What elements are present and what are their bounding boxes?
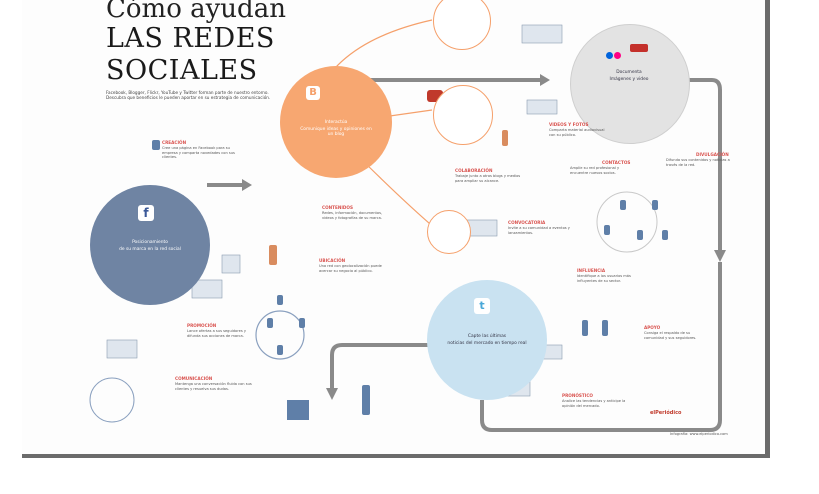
comunicacion-body: Mantenga una conversación fluida con sus…	[175, 382, 252, 391]
youtube-icon	[630, 44, 648, 52]
apoyo-body: Consiga el respaldo de su comunidad y su…	[644, 331, 697, 340]
ubicacion-title: UBICACIÓN	[319, 258, 346, 263]
convocatoria-title: CONVOCATORIA	[508, 220, 546, 225]
blog-small-circle-bottom	[427, 210, 471, 254]
pronostico-title: PRONÓSTICO	[562, 393, 593, 398]
contenidos-body: Redes, información, documentos, videos y…	[322, 211, 383, 220]
title-line-3: SOCIALES	[106, 55, 258, 86]
flickr-circle	[570, 24, 690, 144]
blog-small-circle-mid	[433, 85, 493, 145]
blog-circle	[280, 66, 392, 178]
facebook-circle-label: Posicionamiento	[132, 240, 168, 245]
blog-circle-label: Interactúa	[324, 120, 348, 125]
flickr-circle-sub: Imágenes y video	[609, 77, 649, 82]
credit-text: Infografía: www.elperiodico.com	[670, 432, 728, 436]
ubicacion-body: Una red con geolocalización puede acerca…	[319, 264, 382, 273]
brand-logo: elPeriódico	[650, 410, 682, 416]
colaboracion-title: COLABORACIÓN	[455, 168, 493, 173]
divulgacion-title: DIVULGACIÓN	[696, 152, 729, 157]
creacion-body: Cree una página en Facebook para su empr…	[162, 146, 235, 160]
pronostico-body: Analice las tendencias y anticipe la opi…	[562, 399, 626, 408]
divulgacion-body: Difunda sus contenidos y noticias a trav…	[666, 158, 730, 167]
blog-small-circle-top	[433, 0, 491, 50]
contenidos-title: CONTENIDOS	[322, 205, 353, 210]
facebook-icon: f	[138, 205, 154, 221]
promocion-body: Lance ofertas a sus seguidores y difunda…	[187, 329, 246, 338]
videos-title: VIDEOS Y FOTOS	[549, 122, 589, 127]
convocatoria-body: Invite a su comunidad a eventos y lanzam…	[508, 226, 570, 235]
flickr-icon	[606, 44, 636, 59]
intro-text: Facebook, Blogger, Flickr, YouTube y Twi…	[106, 90, 271, 101]
comunicacion-title: COMUNICACIÓN	[175, 376, 213, 381]
blog-circle-sub: Comunique ideas y opiniones en un blog	[300, 127, 372, 138]
promocion-title: PROMOCIÓN	[187, 323, 217, 328]
creacion-title: CREACIÓN	[162, 140, 187, 145]
facebook-circle-sub: de su marca en la red social	[119, 247, 181, 252]
colaboracion-body: Trabaje junto a otros blogs y medios par…	[455, 174, 521, 183]
twitter-circle-sub: noticias del mercado en tiempo real	[447, 341, 527, 346]
twitter-icon: t	[474, 298, 490, 314]
flickr-circle-label: Documenta	[616, 70, 642, 75]
influencia-body: Identifique a los usuarios más influyent…	[577, 274, 631, 283]
title-line-2: LAS REDES	[106, 23, 275, 54]
infographic-frame: B f t Interactúa Comunique ideas y opini…	[22, 0, 770, 458]
title-line-1: Cómo ayudan	[106, 0, 286, 24]
blogger-icon: B	[306, 86, 320, 100]
contactos-title: CONTACTOS	[602, 160, 631, 165]
twitter-circle-label: Capte las últimas	[467, 334, 507, 339]
contactos-body: Amplíe su red profesional y encuentre nu…	[570, 166, 620, 175]
influencia-title: INFLUENCIA	[577, 268, 606, 273]
apoyo-title: APOYO	[644, 325, 661, 330]
videos-body: Comparta material audiovisual con su púb…	[549, 128, 605, 137]
